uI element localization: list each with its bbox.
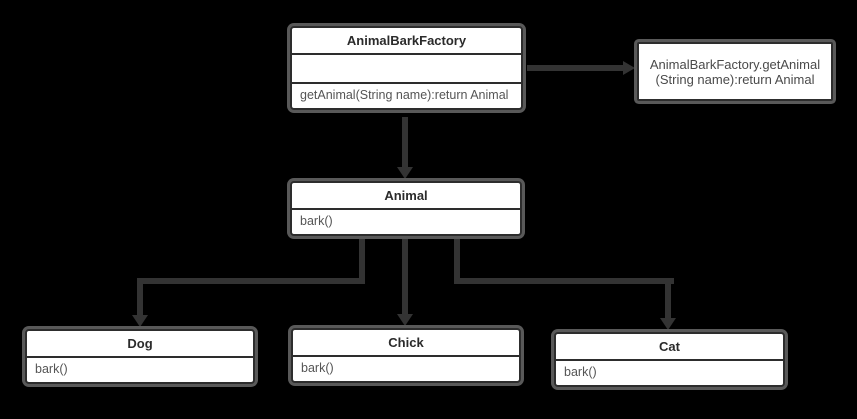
class-box-chick[interactable]: Chick bark(): [291, 328, 521, 383]
class-title: AnimalBarkFactory: [346, 33, 467, 48]
class-title: Cat: [659, 339, 680, 354]
class-title: Chick: [388, 335, 424, 350]
class-box-dog[interactable]: Dog bark(): [25, 329, 255, 384]
class-title: Dog: [127, 336, 153, 351]
arrowhead-right-icon: [623, 61, 635, 75]
connector-segment: [137, 278, 143, 318]
class-title: Animal: [384, 188, 428, 203]
arrowhead-down-icon: [397, 314, 413, 326]
note-box-getanimal[interactable]: AnimalBarkFactory.getAnimal(String name)…: [637, 42, 833, 101]
class-method: bark(): [293, 355, 519, 381]
connector-segment: [137, 278, 365, 284]
class-method: bark(): [27, 356, 253, 382]
class-method: getAnimal(String name):return Animal: [292, 82, 521, 108]
note-text: AnimalBarkFactory.getAnimal(String name)…: [649, 56, 821, 87]
connector-segment: [665, 278, 671, 320]
connector-segment: [402, 239, 408, 316]
class-method: bark(): [556, 359, 783, 385]
class-fields-empty: [292, 53, 521, 82]
connector-segment: [527, 65, 627, 71]
arrowhead-down-icon: [132, 315, 148, 327]
class-box-animal[interactable]: Animal bark(): [290, 181, 522, 236]
class-box-animalbarkfactory[interactable]: AnimalBarkFactory getAnimal(String name)…: [290, 26, 523, 110]
class-box-cat[interactable]: Cat bark(): [554, 332, 785, 387]
arrowhead-down-icon: [660, 318, 676, 330]
connector-segment: [454, 239, 460, 284]
connector-segment: [454, 278, 674, 284]
connector-segment: [359, 239, 365, 284]
class-method: bark(): [292, 208, 520, 234]
connector-segment: [402, 117, 408, 170]
arrowhead-down-icon: [397, 167, 413, 179]
